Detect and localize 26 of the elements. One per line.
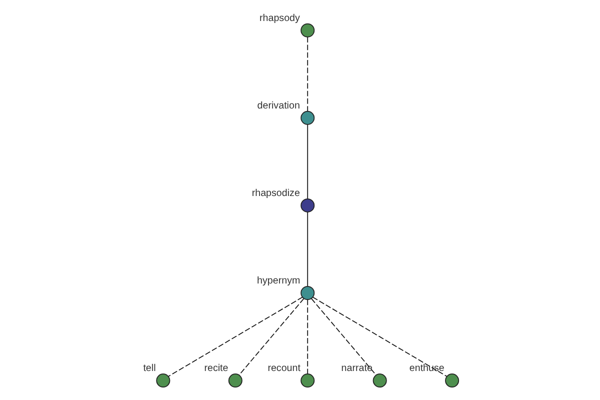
node-label: narrate [340, 362, 372, 374]
node-circle [300, 23, 314, 38]
node-circle [300, 110, 314, 125]
node-label: enthuse [408, 362, 444, 374]
node-label: rhapsodize [251, 188, 300, 199]
connector [306, 36, 308, 112]
node-label: recite [204, 362, 228, 374]
node-circle [300, 286, 314, 300]
node-circle [444, 374, 459, 388]
connector [310, 298, 376, 376]
node-label: tell [142, 362, 156, 374]
node-label: rhapsody [258, 12, 300, 24]
node-circle [228, 374, 242, 388]
connector [238, 298, 304, 376]
connector [312, 296, 447, 377]
connector [306, 212, 308, 287]
node-circle [156, 374, 170, 388]
node-label: recount [267, 362, 300, 374]
node-circle [300, 198, 314, 212]
node-label: hypernym [256, 275, 300, 286]
connector [306, 299, 308, 374]
node-circle [372, 374, 386, 388]
node-circle [300, 374, 314, 388]
node-label: derivation [256, 100, 300, 112]
connector [306, 124, 308, 200]
connector [167, 296, 302, 377]
